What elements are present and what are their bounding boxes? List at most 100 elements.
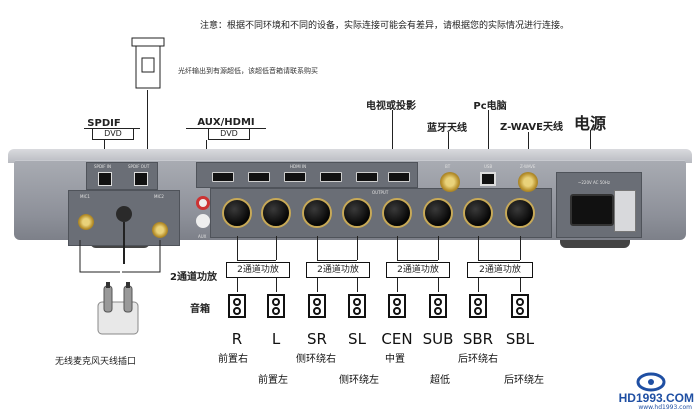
wireless-mic-icon xyxy=(96,282,140,346)
spdif-dvd-box: DVD xyxy=(92,128,134,140)
silk-mic2: MIC2 xyxy=(154,194,164,199)
aux-dvd-box: DVD xyxy=(208,128,250,140)
spk-line-cen xyxy=(397,278,398,292)
spk-line-r xyxy=(237,278,238,292)
xlr-output-sr[interactable] xyxy=(302,198,332,228)
out-line-sr xyxy=(317,236,318,260)
bt-label: 蓝牙天线 xyxy=(427,123,467,134)
speaker-sbr-icon xyxy=(469,294,487,318)
out-line-sl xyxy=(357,236,358,260)
hdmi-port-2[interactable] xyxy=(248,172,270,182)
channel-name-sbl: 后环绕左 xyxy=(504,375,544,386)
bt-antenna-connector[interactable] xyxy=(440,172,460,192)
channel-name-l: 前置左 xyxy=(258,375,288,386)
site-logo-url: www.hd1993.com xyxy=(638,404,692,411)
speaker-sl-icon xyxy=(348,294,366,318)
amp-box-2: 2通道功放 xyxy=(306,262,370,278)
zwave-antenna-connector[interactable] xyxy=(518,172,538,192)
aux-rca-port[interactable] xyxy=(196,196,210,210)
silk-usb: USB xyxy=(484,164,493,169)
out-line-sub xyxy=(438,236,439,260)
silk-output: OUTPUT xyxy=(372,190,389,195)
mic-antenna-lines xyxy=(60,240,180,276)
hdmi-out-port[interactable] xyxy=(388,172,410,182)
silk-bt: BT xyxy=(445,164,451,169)
channel-name-sub: 超低 xyxy=(430,375,450,386)
xlr-output-sub[interactable] xyxy=(423,198,453,228)
silk-hdmi-in: HDMI IN xyxy=(290,164,307,169)
channel-code-r: R xyxy=(231,330,243,348)
power-label: 电源 xyxy=(574,114,607,133)
channel-code-cen: CEN xyxy=(381,330,413,348)
hdmi-port-1[interactable] xyxy=(212,172,234,182)
amp-box-1: 2通道功放 xyxy=(226,262,290,278)
speaker-sub-icon xyxy=(429,294,447,318)
out-line-r xyxy=(237,236,238,260)
channel-name-sl: 侧环绕左 xyxy=(339,375,379,386)
channel-code-sl: SL xyxy=(348,330,366,348)
spk-line-l xyxy=(276,278,277,292)
mic-cable-icon xyxy=(112,204,136,264)
speaker-sbl-icon xyxy=(511,294,529,318)
usb-port[interactable] xyxy=(480,172,496,186)
speaker-r-icon xyxy=(228,294,246,318)
mic1-antenna-connector[interactable] xyxy=(78,214,94,230)
spk-line-sbr xyxy=(478,278,479,292)
channel-name-cen: 中置 xyxy=(385,354,405,365)
xlr-output-cen[interactable] xyxy=(382,198,412,228)
pc-line xyxy=(488,110,489,166)
optical-note: 光纤输出到有源超低，该超低音箱请联系购买 xyxy=(178,67,318,75)
site-logo: HD1993.COM xyxy=(618,391,694,405)
power-inlet[interactable] xyxy=(570,194,614,226)
channel-name-sbr: 后环绕右 xyxy=(458,354,498,365)
hdmi-port-5[interactable] xyxy=(356,172,378,182)
power-line xyxy=(590,130,591,166)
tv-label: 电视或投影 xyxy=(366,101,416,112)
spdif-in-port[interactable] xyxy=(98,172,112,186)
channel-name-r: 前置右 xyxy=(218,354,248,365)
out-line-l xyxy=(276,236,277,260)
xlr-output-l[interactable] xyxy=(261,198,291,228)
top-note: 注意：根据不同环境和不同的设备，实际连接可能会有差异，请根据您的实际情况进行连接… xyxy=(200,21,570,31)
aux-hdmi-label: AUX/HDMI xyxy=(197,117,255,128)
aux-rca-port-2[interactable] xyxy=(196,214,210,228)
speaker-row-label: 音箱 xyxy=(190,304,210,315)
silk-power-rating: ~220V AC 50Hz xyxy=(578,180,610,185)
amp-bridge-2 xyxy=(317,260,357,261)
xlr-output-sbr[interactable] xyxy=(463,198,493,228)
channel-code-sr: SR xyxy=(307,330,327,348)
amp-box-3: 2通道功放 xyxy=(386,262,450,278)
xlr-output-r[interactable] xyxy=(222,198,252,228)
amp-row-label: 2通道功放 xyxy=(170,272,217,283)
device-top-cover xyxy=(8,149,692,163)
silk-zwave: Z-WAVE xyxy=(520,164,536,169)
mic2-antenna-connector[interactable] xyxy=(152,222,168,238)
hdmi-port-4[interactable] xyxy=(320,172,342,182)
channel-name-sr: 侧环绕右 xyxy=(296,354,336,365)
spk-line-sub xyxy=(438,278,439,292)
xlr-output-sbl[interactable] xyxy=(505,198,535,228)
amp-bridge-1 xyxy=(237,260,276,261)
spk-line-sr xyxy=(317,278,318,292)
silk-aux: AUX xyxy=(198,234,207,239)
channel-code-sbr: SBR xyxy=(462,330,494,348)
speaker-sr-icon xyxy=(308,294,326,318)
power-rating-plate xyxy=(614,190,636,232)
silk-spdif-out: SPDIF OUT xyxy=(128,164,150,169)
xlr-output-sl[interactable] xyxy=(342,198,372,228)
spdif-out-port[interactable] xyxy=(134,172,148,186)
wireless-mic-label: 无线麦克风天线插口 xyxy=(55,357,137,367)
spk-line-sl xyxy=(357,278,358,292)
out-line-sbl xyxy=(520,236,521,260)
amp-box-4: 2通道功放 xyxy=(467,262,533,278)
out-line-cen xyxy=(397,236,398,260)
tv-line xyxy=(392,110,393,164)
channel-code-sbl: SBL xyxy=(505,330,535,348)
spk-line-sbl xyxy=(520,278,521,292)
amp-bridge-3 xyxy=(397,260,438,261)
optical-device-icon xyxy=(128,36,168,90)
optical-line xyxy=(147,90,148,166)
channel-code-sub: SUB xyxy=(422,330,454,348)
silk-mic1: MIC1 xyxy=(80,194,90,199)
hdmi-port-3[interactable] xyxy=(284,172,306,182)
